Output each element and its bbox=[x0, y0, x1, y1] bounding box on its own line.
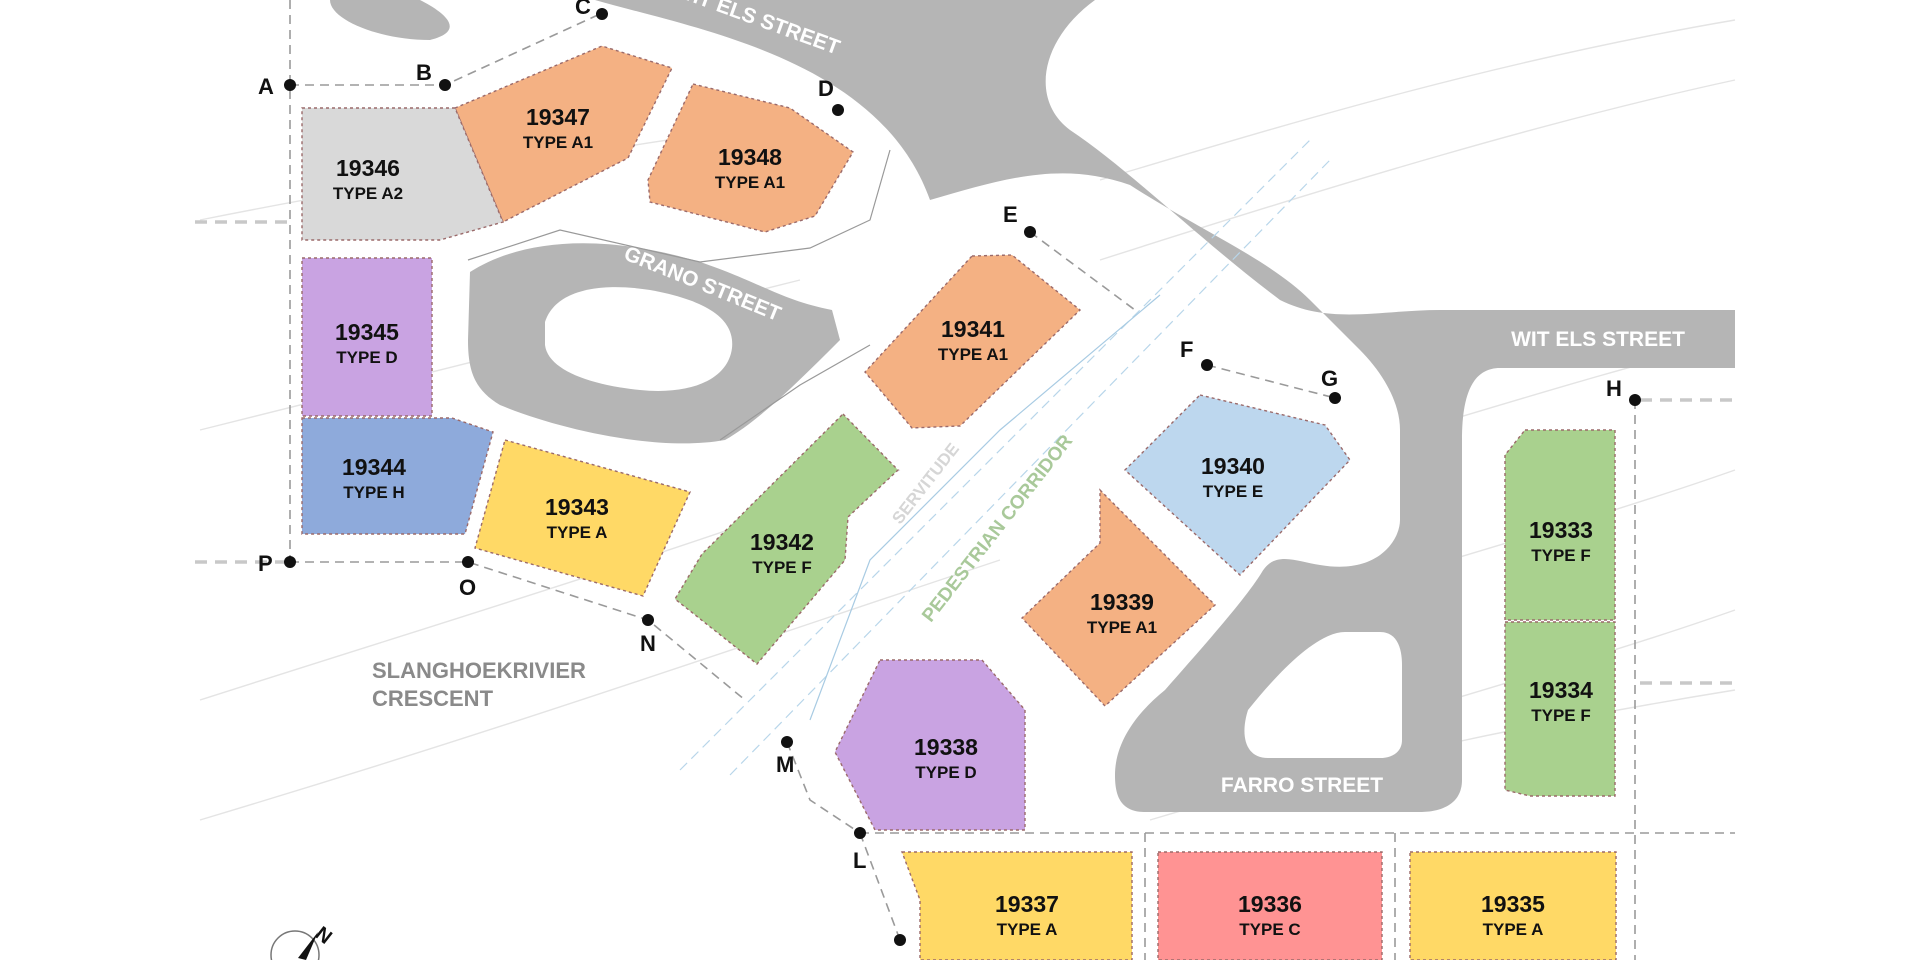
point-f-label: F bbox=[1180, 337, 1193, 362]
roads bbox=[330, 0, 1735, 812]
plot-number: 19343 bbox=[545, 494, 609, 520]
plot-type: TYPE A bbox=[1483, 920, 1544, 939]
plot-number: 19344 bbox=[342, 454, 406, 480]
plots bbox=[301, 45, 1617, 960]
plot-19341-shape[interactable] bbox=[864, 254, 1082, 429]
point-p-label: P bbox=[258, 551, 273, 576]
plot-type: TYPE A bbox=[547, 523, 608, 542]
plot-type: TYPE C bbox=[1239, 920, 1300, 939]
plot-19335-shape[interactable] bbox=[1409, 851, 1617, 960]
plot-type: TYPE F bbox=[1531, 706, 1591, 725]
plot-19346-shape[interactable] bbox=[301, 107, 504, 241]
plot-type: TYPE E bbox=[1203, 482, 1263, 501]
plot-type: TYPE F bbox=[1531, 546, 1591, 565]
plot-number: 19346 bbox=[336, 155, 400, 181]
north-arrow-icon bbox=[298, 932, 318, 960]
plot-19348-shape[interactable] bbox=[647, 83, 854, 233]
point-l-label: L bbox=[853, 848, 866, 873]
north-label: N bbox=[311, 923, 336, 949]
plot-type: TYPE A1 bbox=[715, 173, 785, 192]
point-g-marker bbox=[1329, 392, 1341, 404]
plot-number: 19336 bbox=[1238, 891, 1302, 917]
street-label-farro: FARRO STREET bbox=[1221, 774, 1383, 797]
plot-type: TYPE A1 bbox=[938, 345, 1008, 364]
plot-type: TYPE D bbox=[336, 348, 397, 367]
point-d-marker bbox=[832, 104, 844, 116]
top-left-road bbox=[330, 0, 450, 40]
survey-points: A B C D E F G H L M N O P bbox=[258, 0, 1641, 946]
plot-type: TYPE D bbox=[915, 763, 976, 782]
point-e-marker bbox=[1024, 226, 1036, 238]
plot-19336-shape[interactable] bbox=[1157, 851, 1383, 960]
plot-type: TYPE H bbox=[343, 483, 404, 502]
plot-number: 19339 bbox=[1090, 589, 1154, 615]
point-m-label: M bbox=[776, 752, 794, 777]
point-o-label: O bbox=[459, 575, 476, 600]
point-b-marker bbox=[439, 79, 451, 91]
contour-lines bbox=[199, 19, 1736, 821]
point-c-label: C bbox=[575, 0, 591, 19]
point-e-label: E bbox=[1003, 202, 1018, 227]
area-label-line1: SLANGHOEKRIVIER bbox=[372, 658, 586, 683]
point-a-marker bbox=[284, 79, 296, 91]
plot-19333-shape[interactable] bbox=[1504, 429, 1616, 621]
plot-type: TYPE A1 bbox=[1087, 618, 1157, 637]
plot-number: 19348 bbox=[718, 144, 782, 170]
farro-island bbox=[1244, 632, 1402, 758]
plot-19338-shape[interactable] bbox=[834, 659, 1026, 831]
point-a-label: A bbox=[258, 74, 274, 99]
wit-els-street-road bbox=[595, 0, 1735, 812]
point-bottom-marker bbox=[894, 934, 906, 946]
north-arrow-circle-icon bbox=[270, 930, 320, 960]
corridor-lines bbox=[679, 139, 1331, 776]
plot-19334-shape[interactable] bbox=[1504, 621, 1616, 797]
plot-19339-shape[interactable] bbox=[1021, 488, 1217, 707]
plot-19342-shape[interactable] bbox=[674, 413, 900, 665]
point-n-label: N bbox=[640, 631, 656, 656]
point-n-marker bbox=[642, 614, 654, 626]
point-h-label: H bbox=[1606, 376, 1622, 401]
plot-number: 19341 bbox=[941, 316, 1005, 342]
plot-type: TYPE A bbox=[997, 920, 1058, 939]
point-o-marker bbox=[462, 556, 474, 568]
plot-number: 19347 bbox=[526, 104, 590, 130]
area-label-line2: CRESCENT bbox=[372, 686, 494, 711]
plot-number: 19337 bbox=[995, 891, 1059, 917]
plot-number: 19345 bbox=[335, 319, 399, 345]
plot-19337-shape[interactable] bbox=[900, 851, 1133, 960]
point-b-label: B bbox=[416, 60, 432, 85]
plot-number: 19342 bbox=[750, 529, 814, 555]
plot-19344-shape[interactable] bbox=[301, 417, 494, 535]
plot-type: TYPE F bbox=[752, 558, 812, 577]
plot-number: 19340 bbox=[1201, 453, 1265, 479]
point-d-label: D bbox=[818, 76, 834, 101]
street-label-wit-els-right: WIT ELS STREET bbox=[1511, 328, 1685, 351]
plot-type: TYPE A2 bbox=[333, 184, 403, 203]
plot-19343-shape[interactable] bbox=[474, 439, 691, 597]
plot-number: 19334 bbox=[1529, 677, 1593, 703]
point-c-marker bbox=[596, 8, 608, 20]
plot-19340-shape[interactable] bbox=[1123, 394, 1351, 576]
plot-19345-shape[interactable] bbox=[301, 257, 433, 417]
plot-labels: 19347 TYPE A1 19348 TYPE A1 19346 TYPE A… bbox=[333, 104, 1593, 939]
point-g-label: G bbox=[1321, 366, 1338, 391]
servitude-label: SERVITUDE bbox=[888, 440, 963, 528]
grano-island bbox=[545, 287, 733, 391]
plot-number: 19333 bbox=[1529, 517, 1593, 543]
point-m-marker bbox=[781, 736, 793, 748]
point-l-marker bbox=[854, 827, 866, 839]
plot-number: 19335 bbox=[1481, 891, 1545, 917]
north-arrow: N bbox=[270, 923, 336, 960]
point-f-marker bbox=[1201, 359, 1213, 371]
point-p-marker bbox=[284, 556, 296, 568]
plot-type: TYPE A1 bbox=[523, 133, 593, 152]
point-h-marker bbox=[1629, 394, 1641, 406]
plot-number: 19338 bbox=[914, 734, 978, 760]
